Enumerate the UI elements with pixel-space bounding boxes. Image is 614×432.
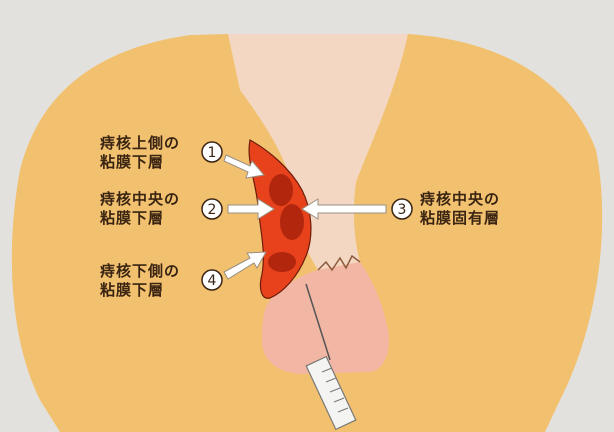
hemorrhoid-core-lower: [268, 252, 296, 272]
marker-1-number: 1: [208, 145, 217, 161]
marker-2: 2: [202, 199, 222, 219]
marker-3: 3: [392, 199, 412, 219]
marker-3-number: 3: [398, 202, 407, 218]
label-2-line2: 粘膜下層: [100, 209, 180, 228]
label-4-line2: 粘膜下層: [100, 281, 180, 300]
label-1-line1: 痔核上側の: [100, 134, 180, 153]
marker-4: 4: [202, 270, 222, 290]
label-3-line1: 痔核中央の: [420, 190, 500, 209]
hemorrhoid-core-upper: [269, 174, 293, 206]
label-center-lamina-propria: 痔核中央の 粘膜固有層: [420, 190, 500, 228]
label-center-submucosa: 痔核中央の 粘膜下層: [100, 190, 180, 228]
marker-2-number: 2: [208, 202, 217, 218]
label-4-line1: 痔核下側の: [100, 262, 180, 281]
label-3-line2: 粘膜固有層: [420, 209, 500, 228]
marker-1: 1: [202, 142, 222, 162]
label-1-line2: 粘膜下層: [100, 153, 180, 172]
label-lower-submucosa: 痔核下側の 粘膜下層: [100, 262, 180, 300]
label-2-line1: 痔核中央の: [100, 190, 180, 209]
label-upper-submucosa: 痔核上側の 粘膜下層: [100, 134, 180, 172]
marker-4-number: 4: [208, 273, 217, 289]
hemorrhoid-core-center: [280, 204, 304, 240]
